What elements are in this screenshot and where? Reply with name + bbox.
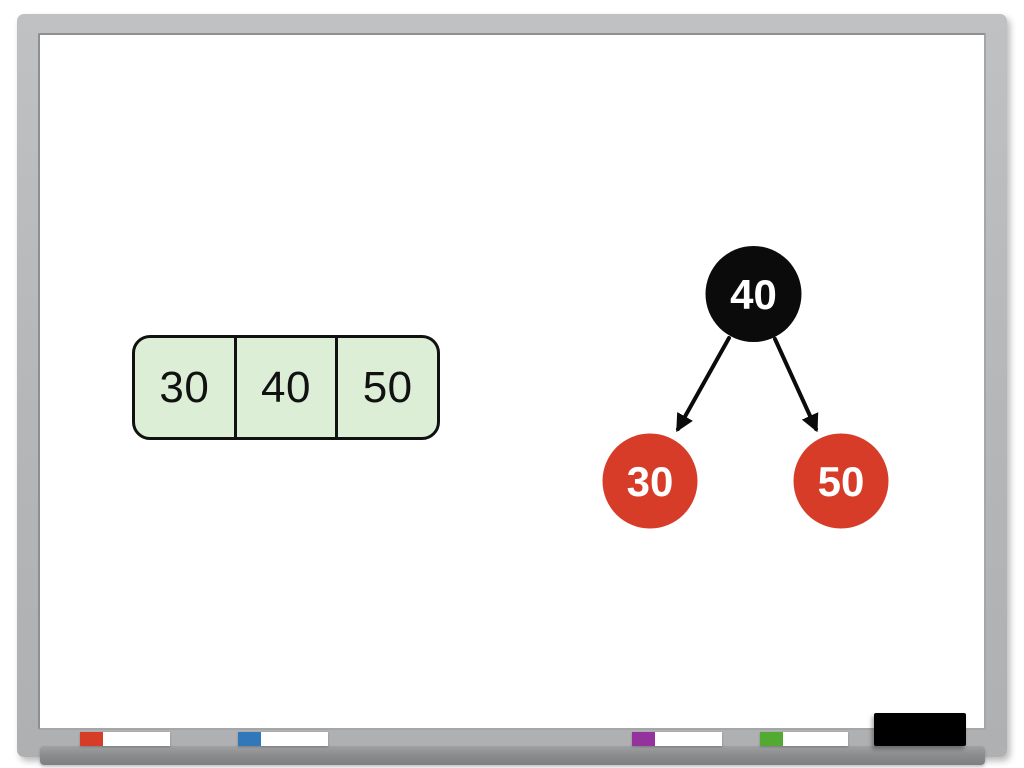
array-cell-2: 50 (335, 338, 437, 437)
blue-marker-body (261, 732, 328, 746)
purple-marker-cap (632, 732, 655, 746)
red-marker-cap (80, 732, 103, 746)
tree-node-left (602, 433, 698, 529)
edge-root-to-right (773, 337, 819, 433)
array-cell-value: 30 (159, 362, 210, 412)
eraser (874, 713, 966, 746)
green-marker-cap (760, 732, 783, 746)
array-cell-1: 40 (233, 338, 336, 437)
purple-marker-body (655, 732, 722, 746)
tree-node-left-value: 30 (627, 458, 674, 505)
green-marker-body (783, 732, 848, 746)
array-cell-value: 50 (362, 362, 413, 412)
tree-node-root (705, 246, 802, 342)
red-marker (80, 732, 170, 746)
tree-node-right-value: 50 (818, 458, 865, 505)
tree-node-root-value: 40 (730, 271, 777, 318)
blue-marker-cap (238, 732, 261, 746)
sorted-array: 30 40 50 (132, 335, 440, 440)
edge-root-to-left (676, 336, 731, 433)
marker-tray (40, 746, 985, 765)
green-marker (760, 732, 848, 746)
purple-marker (632, 732, 722, 746)
red-marker-body (103, 732, 170, 746)
array-cell-0: 30 (135, 338, 234, 437)
blue-marker (238, 732, 328, 746)
bst-tree-diagram: 40 30 50 (602, 246, 889, 529)
array-cell-value: 40 (261, 362, 311, 412)
tree-node-right (793, 433, 889, 529)
